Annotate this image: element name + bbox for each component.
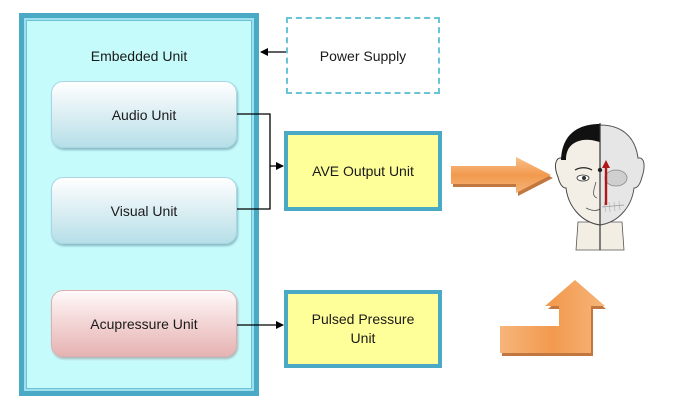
power-supply-label: Power Supply — [319, 47, 407, 64]
ave-output-unit-label: AVE Output Unit — [312, 162, 414, 179]
audio-unit-box: Audio Unit — [51, 81, 237, 148]
acupressure-unit-label: Acupressure Unit — [90, 315, 198, 332]
acupressure-unit-box: Acupressure Unit — [51, 290, 237, 357]
audio-unit-label: Audio Unit — [111, 106, 177, 123]
human-head-skull-half-icon — [554, 123, 645, 251]
ave-to-head-block-arrow — [451, 157, 553, 196]
pulsed-pressure-label-line1: Pulsed Pressure — [311, 311, 415, 327]
ave-output-unit-box: AVE Output Unit — [284, 131, 442, 211]
visual-unit-label: Visual Unit — [110, 202, 178, 219]
power-supply-box: Power Supply — [286, 17, 440, 94]
pulsed-pressure-unit-box: Pulsed Pressure Unit — [284, 290, 442, 368]
audio-visual-bracket — [237, 113, 271, 210]
pulsed-pressure-label-line2: Unit — [350, 330, 376, 346]
pulsed-to-head-bent-arrow — [500, 280, 606, 356]
embedded-unit-title: Embedded Unit — [90, 48, 188, 64]
visual-unit-box: Visual Unit — [51, 177, 237, 244]
